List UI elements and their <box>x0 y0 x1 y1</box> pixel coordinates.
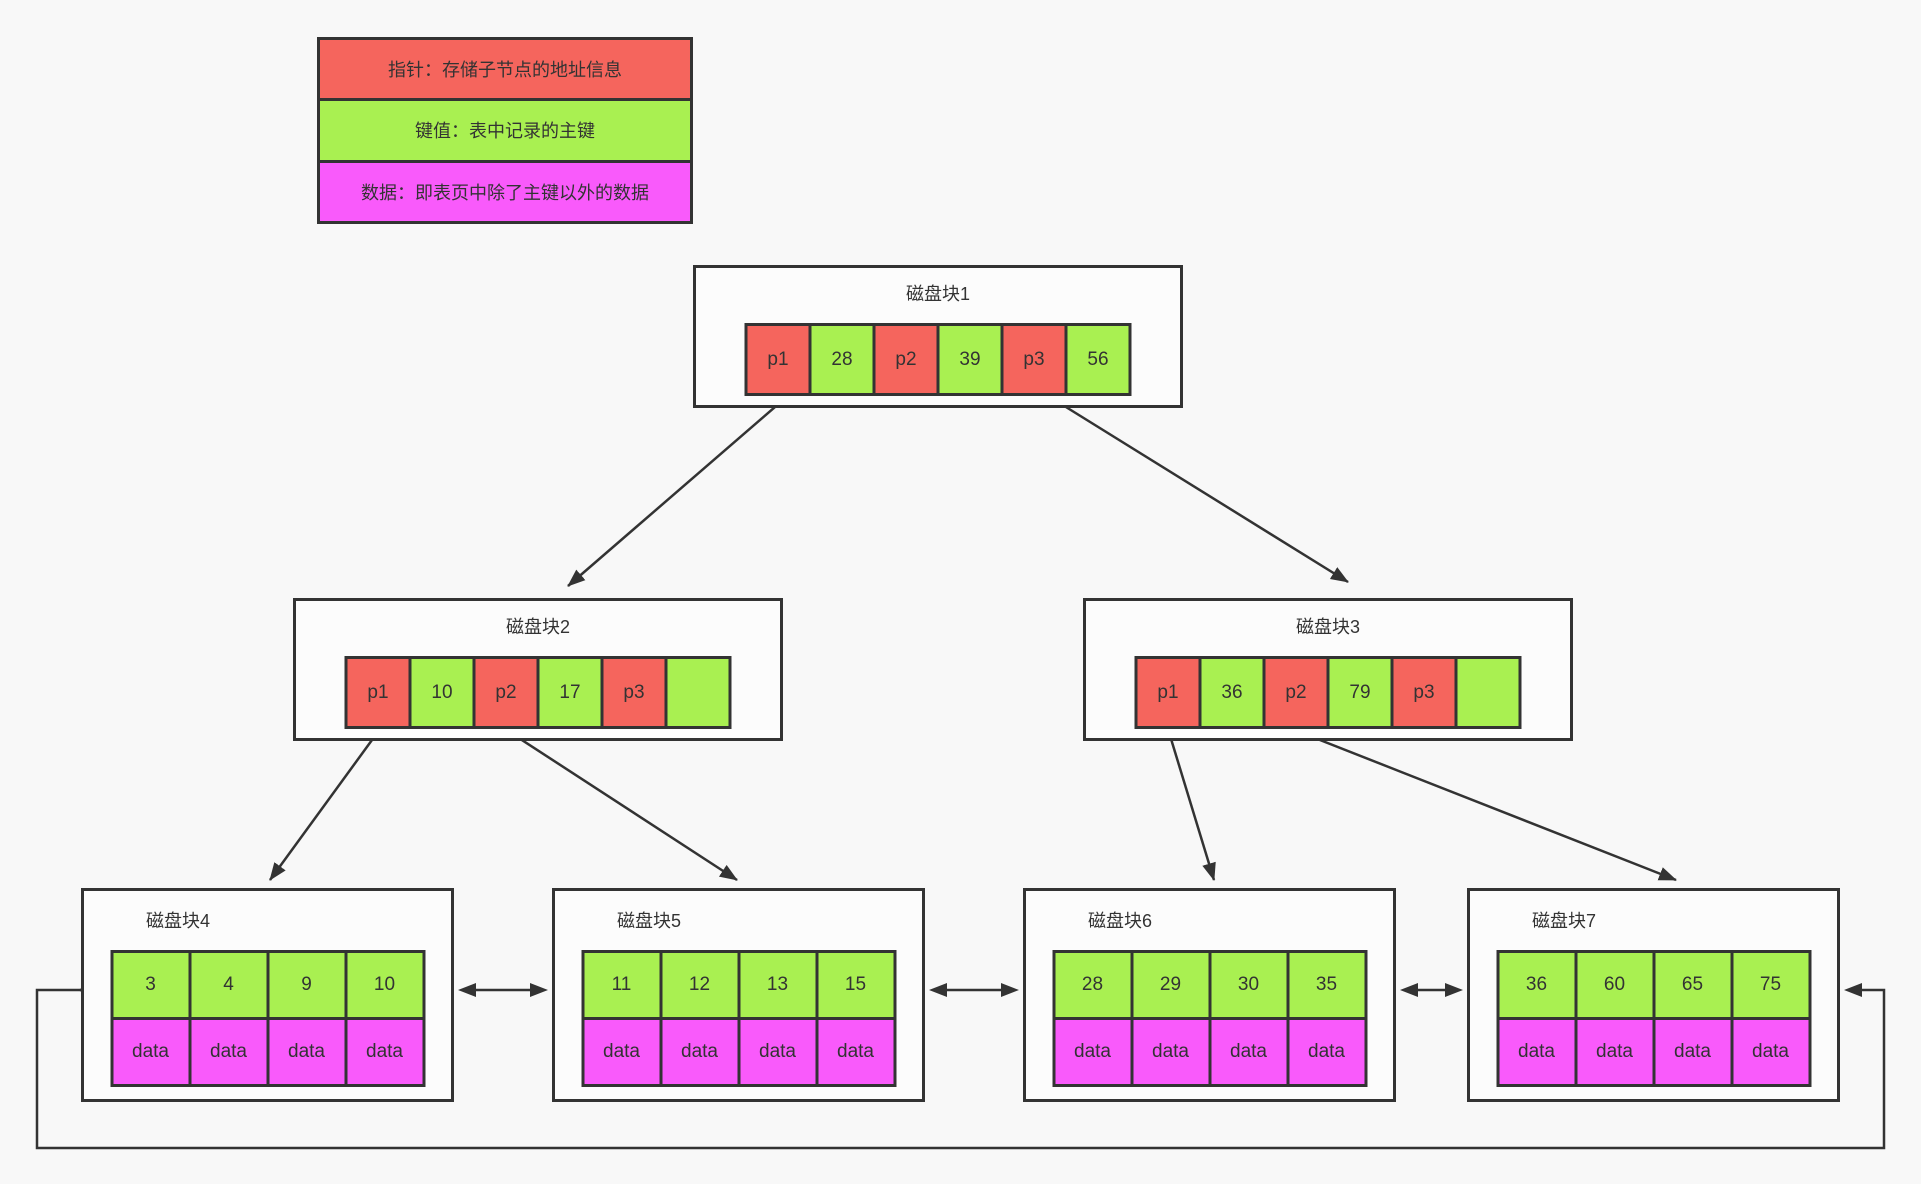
pointer-cell: p2 <box>1265 659 1327 726</box>
cell-row: p1 28 p2 39 p3 56 <box>744 323 1132 396</box>
key-cell: 15 <box>818 953 893 1017</box>
cell-row: p1 10 p2 17 p3 <box>344 656 732 729</box>
pointer-cell: p2 <box>475 659 537 726</box>
key-cell: 3 <box>113 953 188 1017</box>
key-cell-empty <box>667 659 729 726</box>
key-cell: 39 <box>939 326 1001 393</box>
data-cell: data <box>113 1020 188 1084</box>
disk-block-2: 磁盘块2 p1 10 p2 17 p3 <box>293 598 783 741</box>
key-cell: 10 <box>347 953 422 1017</box>
data-cell: data <box>1733 1020 1808 1084</box>
arrow-block2-p1-to-block4 <box>268 728 382 881</box>
key-cell: 4 <box>191 953 266 1017</box>
key-cell-empty <box>1457 659 1519 726</box>
disk-block-1: 磁盘块1 p1 28 p2 39 p3 56 <box>693 265 1183 408</box>
legend-label-data: 数据：即表页中除了主键以外的数据 <box>361 182 649 203</box>
legend-item-key: 键值：表中记录的主键 <box>320 98 690 160</box>
arrow-block3-p1-to-block6 <box>1166 728 1216 881</box>
key-cell: 35 <box>1289 953 1364 1017</box>
key-cell: 28 <box>811 326 873 393</box>
key-cell: 17 <box>539 659 601 726</box>
leaf-cells: 28 29 30 35 data data data data <box>1052 950 1367 1087</box>
leaf-link-block5-block6 <box>929 983 1019 997</box>
pointer-cell: p3 <box>1393 659 1455 726</box>
data-cell: data <box>1499 1020 1574 1084</box>
pointer-cell: p1 <box>1137 659 1199 726</box>
pointer-cell: p1 <box>347 659 409 726</box>
key-cell: 9 <box>269 953 344 1017</box>
key-cell: 28 <box>1055 953 1130 1017</box>
legend-label-pointer: 指针：存储子节点的地址信息 <box>388 60 622 81</box>
leaf-cells: 36 60 65 75 data data data data <box>1496 950 1811 1087</box>
data-cell: data <box>1289 1020 1364 1084</box>
block-title: 磁盘块4 <box>146 911 211 931</box>
key-cell: 29 <box>1133 953 1208 1017</box>
data-cell: data <box>1577 1020 1652 1084</box>
data-cell: data <box>269 1020 344 1084</box>
arrow-block1-p3-to-block3 <box>1044 392 1349 584</box>
leaf-cells: 3 4 9 10 data data data data <box>110 950 425 1087</box>
key-cell: 65 <box>1655 953 1730 1017</box>
pointer-cell: p1 <box>747 326 809 393</box>
data-cell: data <box>1211 1020 1286 1084</box>
key-cell: 36 <box>1201 659 1263 726</box>
block-title: 磁盘块2 <box>505 617 570 637</box>
key-cell: 79 <box>1329 659 1391 726</box>
block-title: 磁盘块6 <box>1088 911 1153 931</box>
pointer-cell: p3 <box>603 659 665 726</box>
data-cell: data <box>662 1020 737 1084</box>
data-cell: data <box>740 1020 815 1084</box>
disk-block-4: 磁盘块4 3 4 9 10 data data data data <box>81 888 454 1102</box>
key-cell: 75 <box>1733 953 1808 1017</box>
data-cell: data <box>1133 1020 1208 1084</box>
legend-label-key: 键值：表中记录的主键 <box>415 121 595 142</box>
legend: 指针：存储子节点的地址信息 键值：表中记录的主键 数据：即表页中除了主键以外的数… <box>317 37 693 224</box>
leaf-link-block4-block5 <box>458 983 548 997</box>
legend-item-pointer: 指针：存储子节点的地址信息 <box>320 40 690 99</box>
data-cell: data <box>1655 1020 1730 1084</box>
key-cell: 11 <box>584 953 659 1017</box>
disk-block-5: 磁盘块5 11 12 13 15 data data data data <box>552 888 925 1102</box>
data-cell: data <box>1055 1020 1130 1084</box>
block-title: 磁盘块3 <box>1295 617 1360 637</box>
leaf-cells: 11 12 13 15 data data data data <box>581 950 896 1087</box>
block-title: 磁盘块5 <box>617 911 682 931</box>
arrow-block2-p2-to-block5 <box>504 727 738 882</box>
legend-item-data: 数据：即表页中除了主键以外的数据 <box>320 159 690 221</box>
arrow-block3-p2-to-block7 <box>1291 727 1677 882</box>
key-cell: 10 <box>411 659 473 726</box>
arrow-block1-p1-to-block2 <box>567 393 791 587</box>
key-cell: 56 <box>1067 326 1129 393</box>
key-cell: 36 <box>1499 953 1574 1017</box>
leaf-link-block6-block7 <box>1400 983 1463 997</box>
data-cell: data <box>818 1020 893 1084</box>
key-cell: 60 <box>1577 953 1652 1017</box>
data-cell: data <box>347 1020 422 1084</box>
disk-block-6: 磁盘块6 28 29 30 35 data data data data <box>1023 888 1396 1102</box>
data-cell: data <box>584 1020 659 1084</box>
data-cell: data <box>191 1020 266 1084</box>
disk-block-3: 磁盘块3 p1 36 p2 79 p3 <box>1083 598 1573 741</box>
key-cell: 12 <box>662 953 737 1017</box>
cell-row: p1 36 p2 79 p3 <box>1134 656 1522 729</box>
block-title: 磁盘块7 <box>1532 911 1597 931</box>
key-cell: 30 <box>1211 953 1286 1017</box>
disk-block-7: 磁盘块7 36 60 65 75 data data data data <box>1467 888 1840 1102</box>
pointer-cell: p2 <box>875 326 937 393</box>
pointer-cell: p3 <box>1003 326 1065 393</box>
key-cell: 13 <box>740 953 815 1017</box>
block-title: 磁盘块1 <box>905 284 970 304</box>
